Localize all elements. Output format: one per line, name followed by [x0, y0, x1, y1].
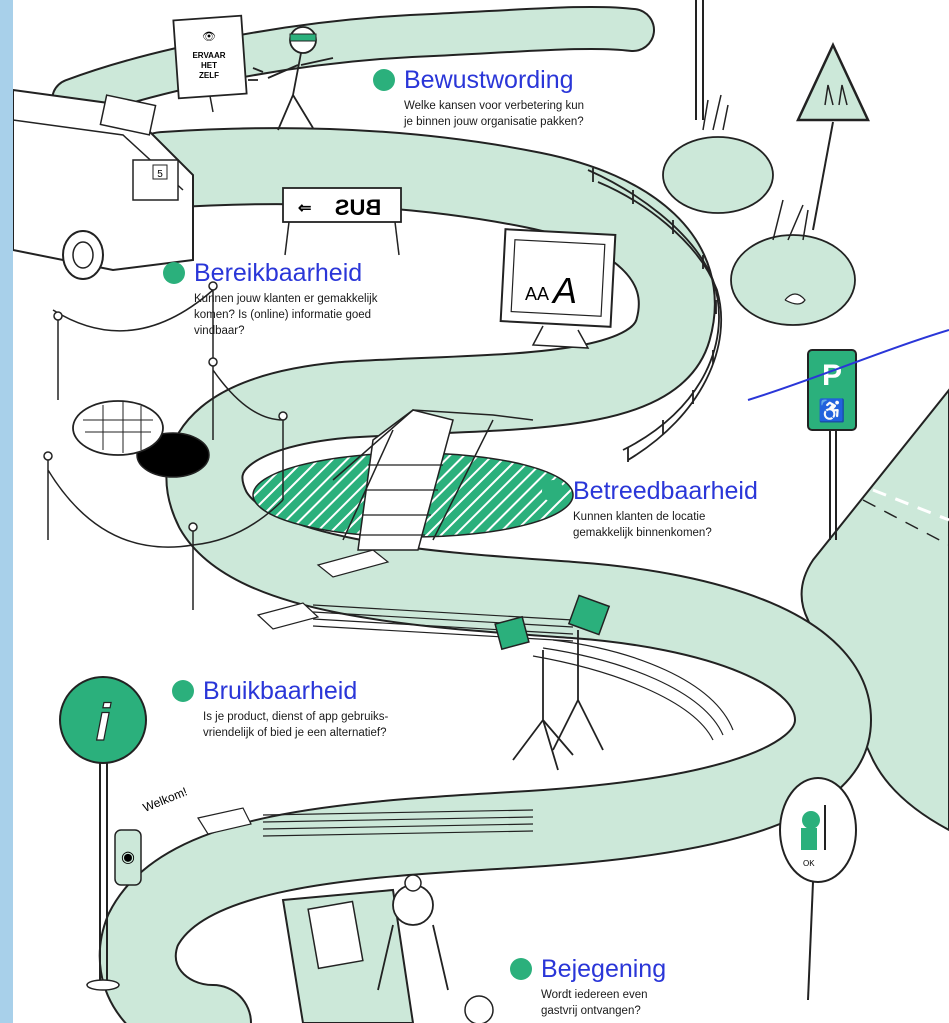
fence: [587, 168, 722, 462]
tactile-guidance-lines: [197, 549, 734, 837]
duck-icon: [784, 293, 806, 305]
journey-scene: 5 ⇐ BUS 👁 ERVAAR HET ZELF: [13, 0, 949, 1023]
wheelchair-icon: ♿: [818, 398, 845, 423]
ponds: [662, 94, 856, 326]
stage-description: Kunnen klanten de locatie gemakkelijk bi…: [573, 511, 712, 539]
stage-title: Betreedbaarheid: [573, 477, 758, 505]
monitor-text: AA: [525, 284, 549, 304]
stage-description: Wordt iedereen even gastvrij ontvangen?: [541, 989, 648, 1017]
sign-line-3: ZELF: [199, 71, 219, 80]
stage-bejegening: Bejegening Wordt iedereen even gastvrij …: [510, 955, 666, 1019]
eye-icon: 👁: [202, 31, 216, 43]
bus-arrow: ⇐: [298, 200, 311, 217]
bullet-dot: [172, 680, 194, 702]
monitor-big-letter: A: [551, 270, 577, 311]
bullet-dot: [163, 262, 185, 284]
button-icon: ◉: [121, 849, 135, 866]
bullet-dot: [373, 69, 395, 91]
warning-sign: [796, 42, 870, 231]
stage-betreedbaarheid: Betreedbaarheid Kunnen klanten de locati…: [542, 477, 758, 541]
welkom-text: Welkom!: [141, 784, 189, 814]
bus-stop-sign: ⇐ BUS: [282, 187, 402, 256]
winding-path: [51, 5, 873, 1023]
sign-line-2: HET: [201, 61, 217, 70]
queue-barriers: [43, 281, 288, 610]
ervaar-het-zelf-sign: 👁 ERVAAR HET ZELF: [172, 14, 248, 113]
bus-number: 5: [157, 169, 163, 180]
info-letter: i: [96, 694, 112, 752]
stage-description: Welke kansen voor verbetering kun je bin…: [404, 100, 585, 128]
bus: 5: [13, 88, 194, 280]
stage-bruikbaarheid: Bruikbaarheid Is je product, dienst of a…: [172, 677, 388, 741]
monitor: AA A: [499, 228, 617, 349]
stage-lights: [494, 594, 611, 771]
stage-bereikbaarheid: Bereikbaarheid Kunnen jouw klanten er ge…: [163, 259, 377, 339]
stage-title: Bejegening: [541, 955, 667, 983]
bullet-dot: [542, 480, 564, 502]
guide-dog-sign: OK: [779, 777, 857, 1001]
stage-bewustwording: Bewustwording Welke kansen voor verbeter…: [373, 66, 584, 130]
bullet-dot: [510, 958, 532, 980]
stairs-with-ramp: [252, 409, 574, 551]
stage-description: Is je product, dienst of app gebruiks- v…: [203, 711, 389, 739]
route-line: [747, 329, 949, 401]
road: [800, 388, 949, 832]
parking-letter: P: [822, 359, 842, 392]
stage-title: Bewustwording: [404, 66, 574, 94]
blindfolded-person: [248, 26, 334, 131]
parking-sign: P ♿: [807, 349, 857, 540]
bus-sign-text: BUS: [335, 195, 381, 220]
illustration-canvas: 5 ⇐ BUS 👁 ERVAAR HET ZELF: [13, 0, 949, 1023]
info-sign: i ◉: [59, 676, 147, 991]
stage-title: Bruikbaarheid: [203, 677, 358, 705]
reception-desk: [281, 874, 494, 1023]
guide-dog-sign-text: OK: [803, 859, 815, 868]
stage-description: Kunnen jouw klanten er gemakkelijk komen…: [194, 293, 378, 337]
stage-title: Bereikbaarheid: [194, 259, 363, 287]
sign-line-1: ERVAAR: [192, 51, 225, 60]
open-manhole: [72, 400, 210, 478]
